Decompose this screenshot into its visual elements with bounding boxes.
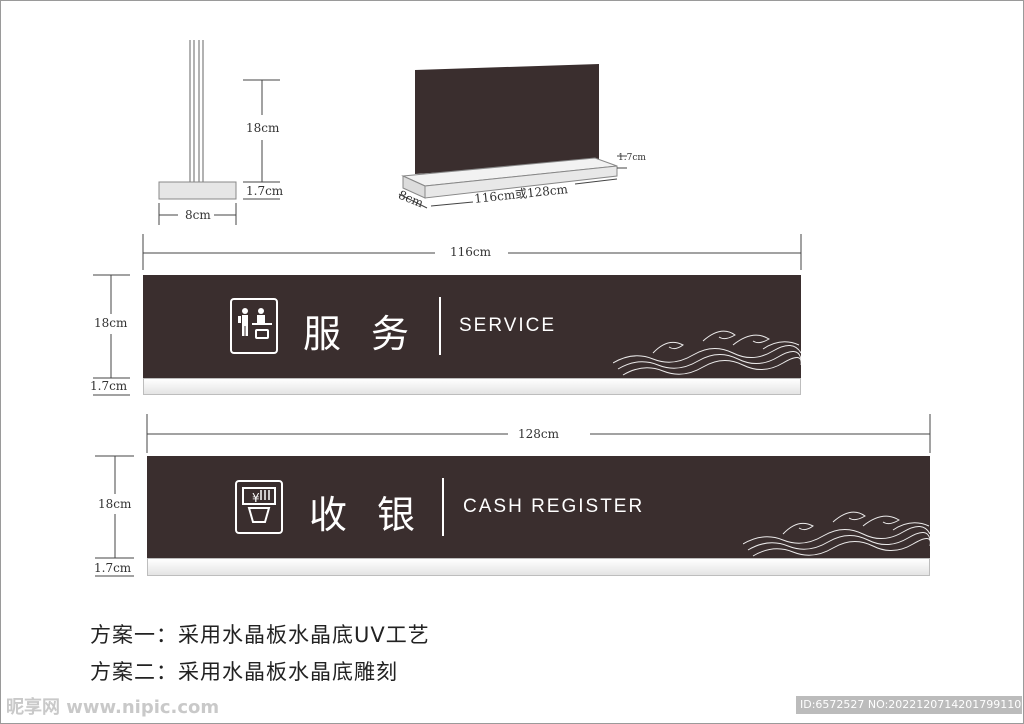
cash-width-label: 128cm <box>518 427 560 441</box>
cash-title-en: CASH REGISTER <box>463 496 645 517</box>
service-height-label: 18cm <box>94 316 128 330</box>
watermark-logo: 昵享网 www.nipic.com <box>6 697 220 718</box>
plan-1-text: 方案一：采用水晶板水晶底UV工艺 <box>90 623 430 647</box>
service-people-icon <box>230 298 278 354</box>
cash-sign-panel: ¥ 收银 CASH REGISTER <box>147 456 930 558</box>
perspective-base-height-label: 1.7cm <box>618 153 646 163</box>
cash-base-label: 1.7cm <box>94 561 132 575</box>
cash-divider <box>442 478 444 536</box>
service-dimension-lines <box>93 234 802 396</box>
watermark-id: ID:6572527 NO:20221207142017991106 <box>796 696 1022 714</box>
cash-title-cn: 收银 <box>309 493 446 537</box>
service-sign-panel: 服务 SERVICE <box>143 275 801 378</box>
plan-2-text: 方案二：采用水晶板水晶底雕刻 <box>90 660 398 684</box>
service-wave-pattern <box>613 330 801 376</box>
cash-wave-pattern <box>743 511 930 557</box>
cash-height-label: 18cm <box>98 497 132 511</box>
cash-register-yen-icon: ¥ <box>235 480 283 534</box>
service-title-cn: 服务 <box>303 312 440 356</box>
service-sign-base <box>143 378 801 395</box>
side-base-height-label: 1.7cm <box>246 184 284 198</box>
cash-dimension-lines <box>95 414 931 577</box>
side-width-label: 8cm <box>185 208 211 222</box>
side-view-drawing <box>158 40 280 225</box>
svg-text:¥: ¥ <box>252 491 260 505</box>
side-height-label: 18cm <box>246 121 280 135</box>
service-divider <box>439 297 441 355</box>
cash-sign-base <box>147 558 930 576</box>
perspective-view-drawing <box>398 64 627 209</box>
service-base-label: 1.7cm <box>90 379 128 393</box>
service-title-en: SERVICE <box>459 315 557 336</box>
service-width-label: 116cm <box>450 245 492 259</box>
